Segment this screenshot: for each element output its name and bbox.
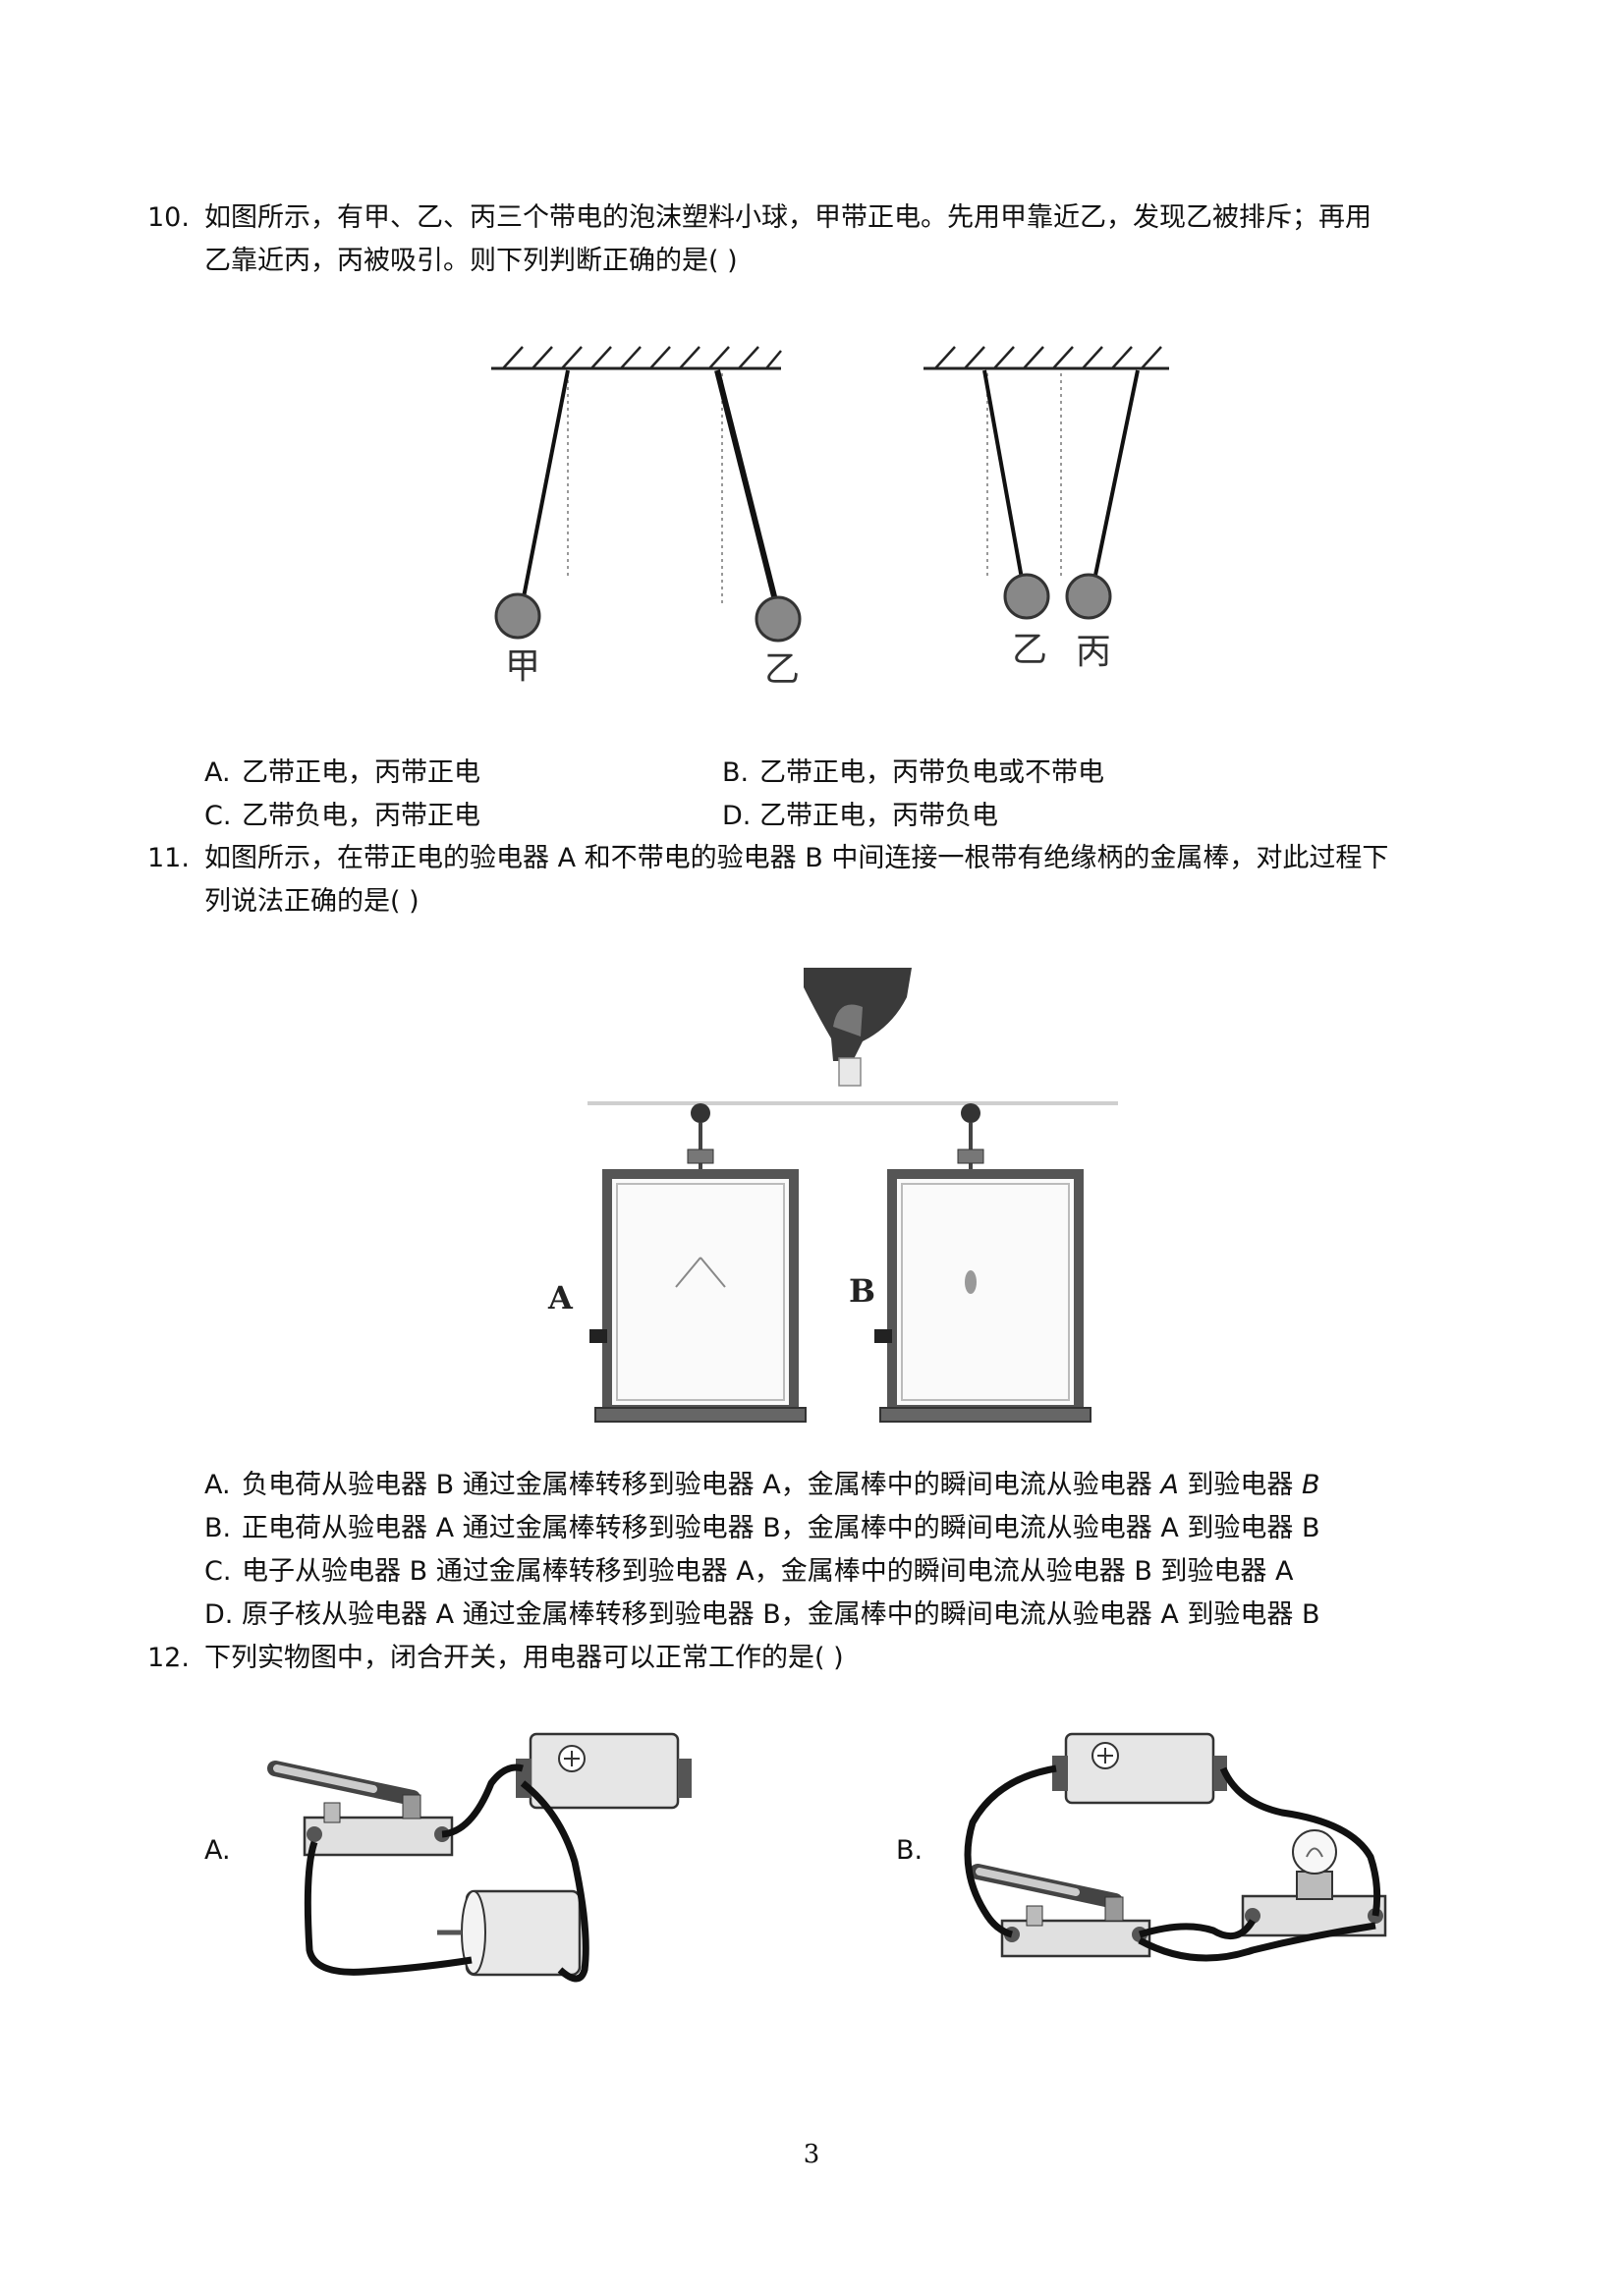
question-stem-line: 如图所示，有甲、乙、丙三个带电的泡沫塑料小球，甲带正电。先用甲靠近乙，发现乙被排… <box>204 202 1371 233</box>
option-letter: A. <box>204 757 231 788</box>
question-stem: 下列实物图中，闭合开关，用电器可以正常工作的是( ) <box>204 1637 1533 1680</box>
option-text-italic: B <box>1301 1470 1320 1500</box>
pendulum-figure: 甲 乙 乙 丙 <box>481 339 1189 702</box>
question-stem: 如图所示，在带正电的验电器 A 和不带电的验电器 B 中间连接一根带有绝缘柄的金… <box>204 837 1533 924</box>
question-stem-line: 如图所示，在带正电的验电器 A 和不带电的验电器 B 中间连接一根带有绝缘柄的金… <box>204 843 1389 873</box>
option-letter: D. <box>722 801 752 831</box>
option-text: 乙带正电，丙带正电 <box>242 757 480 788</box>
option-text: 乙带正电，丙带负电或不带电 <box>759 757 1104 788</box>
circuit-b-figure[interactable] <box>958 1724 1400 1989</box>
option-text: 乙带正电，丙带负电 <box>759 801 998 831</box>
question-stem: 如图所示，有甲、乙、丙三个带电的泡沫塑料小球，甲带正电。先用甲靠近乙，发现乙被排… <box>204 196 1533 283</box>
option-letter: C. <box>204 1556 232 1587</box>
option-letter: C. <box>204 801 232 831</box>
question-number: 10. <box>147 202 190 233</box>
option-text: 正电荷从验电器 A 通过金属棒转移到验电器 B，金属棒中的瞬间电流从验电器 A … <box>242 1513 1320 1543</box>
label-a: A <box>547 1279 574 1316</box>
electroscope-figure: A B <box>538 968 1138 1439</box>
option-d[interactable]: D.乙带正电，丙带负电 <box>722 795 998 838</box>
option-a[interactable]: A. <box>204 1829 231 1873</box>
circuit-a-figure[interactable] <box>265 1724 698 1989</box>
option-text: 原子核从验电器 A 通过金属棒转移到验电器 B，金属棒中的瞬间电流从验电器 A … <box>242 1599 1320 1630</box>
option-text: 电子从验电器 B 通过金属棒转移到验电器 A，金属棒中的瞬间电流从验电器 B 到… <box>242 1556 1294 1587</box>
option-c[interactable]: C. 乙带负电，丙带正电 <box>204 795 480 838</box>
label-b: B <box>849 1272 875 1310</box>
question-stem-line: 乙靠近丙，丙被吸引。则下列判断正确的是( ) <box>204 246 738 276</box>
question-number: 12. <box>147 1643 190 1673</box>
label-yi-2: 乙 <box>1012 630 1047 670</box>
label-jia: 甲 <box>505 646 540 687</box>
option-b[interactable]: B. 乙带正电，丙带负电或不带电 <box>722 752 1104 795</box>
option-a[interactable]: A. 乙带正电，丙带正电 <box>204 752 480 795</box>
option-text: 负电荷从验电器 B 通过金属棒转移到验电器 A，金属棒中的瞬间电流从验电器 <box>242 1470 1161 1500</box>
option-a[interactable]: A.负电荷从验电器 B 通过金属棒转移到验电器 A，金属棒中的瞬间电流从验电器 … <box>204 1464 1320 1507</box>
label-yi: 乙 <box>764 649 800 690</box>
question-stem-line: 列说法正确的是( ) <box>204 886 420 917</box>
option-text: 到验电器 <box>1178 1470 1302 1500</box>
option-text: 乙带负电，丙带正电 <box>242 801 480 831</box>
page-number: 3 <box>803 2140 820 2169</box>
option-b[interactable]: B. 正电荷从验电器 A 通过金属棒转移到验电器 B，金属棒中的瞬间电流从验电器 … <box>204 1507 1319 1550</box>
option-letter: A. <box>204 1835 231 1866</box>
label-bing: 丙 <box>1076 632 1111 672</box>
option-letter: A. <box>204 1470 231 1500</box>
option-c[interactable]: C. 电子从验电器 B 通过金属棒转移到验电器 A，金属棒中的瞬间电流从验电器 B… <box>204 1550 1293 1594</box>
option-text-italic: A <box>1160 1470 1179 1500</box>
question-stem-line: 下列实物图中，闭合开关，用电器可以正常工作的是( ) <box>204 1643 844 1673</box>
option-letter: D. <box>204 1599 234 1630</box>
option-letter: B. <box>896 1835 923 1866</box>
option-letter: B. <box>204 1513 232 1543</box>
question-number: 11. <box>147 843 190 873</box>
option-d[interactable]: D. 原子核从验电器 A 通过金属棒转移到验电器 B，金属棒中的瞬间电流从验电器 … <box>204 1594 1319 1637</box>
option-b[interactable]: B. <box>896 1829 923 1873</box>
option-letter: B. <box>722 757 750 788</box>
